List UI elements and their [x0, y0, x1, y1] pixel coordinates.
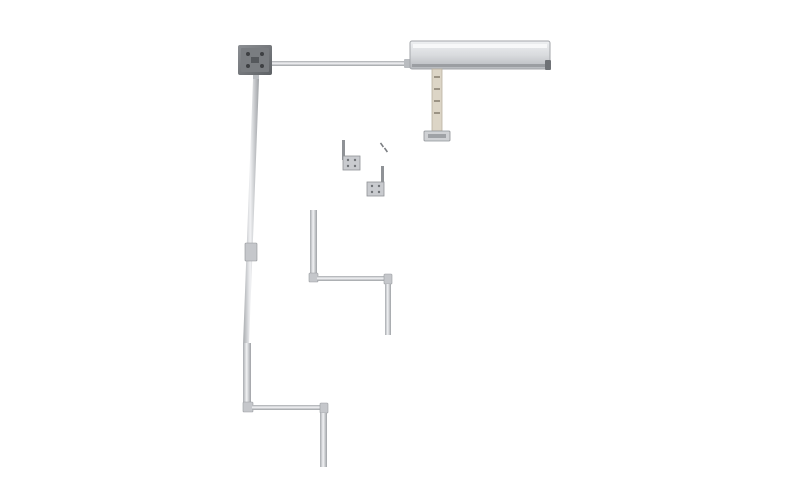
middle-crank-handle: [308, 210, 393, 335]
screw-parts: [379, 142, 389, 153]
corner-gearbox: [238, 45, 272, 75]
chain-link-arm: [423, 68, 451, 142]
mounting-bracket-b: [366, 166, 385, 197]
actuator-motor: [409, 40, 551, 70]
horizontal-drive-rod: [272, 59, 414, 68]
mounting-bracket-a: [342, 140, 361, 171]
vertical-drive-rod: [243, 75, 259, 405]
lower-crank-handle: [242, 401, 329, 467]
